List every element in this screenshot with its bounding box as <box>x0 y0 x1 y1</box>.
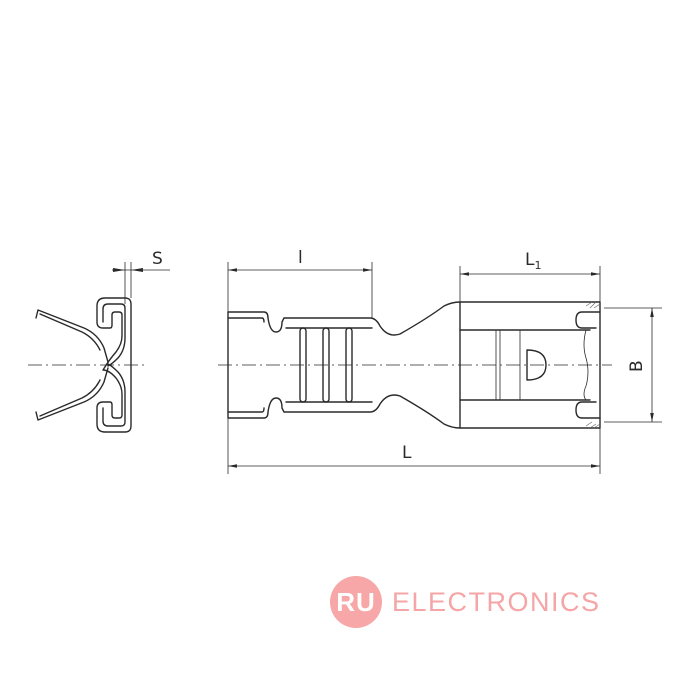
b-dimension-label: B <box>627 360 647 372</box>
side-view-upper-spring <box>35 309 109 363</box>
grip-rib <box>322 327 330 403</box>
l1-subscript: 1 <box>534 259 541 272</box>
l1-dimension-label: L1 <box>525 250 541 272</box>
side-view-inner-profile <box>102 303 126 367</box>
grip-rib <box>345 327 353 403</box>
front-view: l L1 B L <box>218 248 662 474</box>
sleeve-inner-bottom <box>227 407 265 413</box>
receptacle-lower-roll <box>575 401 601 419</box>
l-dimension-label: l <box>298 248 303 268</box>
side-view: S <box>28 249 170 433</box>
receptacle-break-line <box>583 329 589 401</box>
s-arrow-right <box>131 268 143 272</box>
side-view-lower-spring <box>35 367 109 421</box>
side-view-upper-spring-inner <box>39 313 101 351</box>
side-view-lower-spring-inner <box>39 379 101 417</box>
ru-electronics-watermark: RU ELECTRONICS <box>330 576 601 628</box>
s-arrow-left <box>113 268 125 272</box>
side-view-inner-profile-lower <box>102 363 126 427</box>
grip-ribs <box>299 327 353 403</box>
ru-logo-text: RU <box>336 586 376 617</box>
l-total-dimension-label: L <box>402 443 412 463</box>
ru-logo-circle: RU <box>330 576 382 628</box>
section-hatching <box>585 301 601 429</box>
contact-dimple <box>526 349 547 381</box>
s-dimension-label: S <box>152 249 163 269</box>
sleeve-inner-top <box>227 317 265 323</box>
receptacle-upper-roll <box>575 311 601 329</box>
side-view-outer-profile <box>96 297 132 433</box>
grip-rib <box>299 327 307 403</box>
brand-name-text: ELECTRONICS <box>392 586 601 617</box>
